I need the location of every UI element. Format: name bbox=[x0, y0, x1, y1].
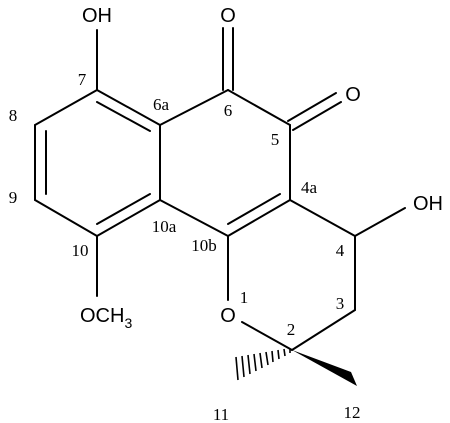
bond-c6a-c6 bbox=[159, 89, 229, 126]
bond-c6a-c7 bbox=[96, 89, 161, 126]
bond-c10-c10a-inner bbox=[96, 193, 151, 225]
locant-6a: 6a bbox=[153, 95, 170, 114]
solid-wedge-c12 bbox=[292, 350, 357, 386]
locant-4: 4 bbox=[336, 241, 345, 260]
bond-c5-o-a bbox=[287, 92, 337, 122]
bond-c3-c2 bbox=[291, 309, 356, 351]
methoxy-label: OCH3 bbox=[80, 305, 132, 331]
locant-11: 11 bbox=[213, 405, 229, 423]
oh-label-top: OH bbox=[82, 5, 112, 27]
locant-12: 12 bbox=[344, 403, 361, 422]
bond-c2-o1 bbox=[241, 321, 293, 351]
bond-c4a-c4 bbox=[289, 199, 356, 237]
locant-7: 7 bbox=[78, 70, 87, 89]
locant-9: 9 bbox=[9, 188, 18, 207]
locant-6: 6 bbox=[224, 101, 233, 120]
bond-c4a-c10b-inner bbox=[227, 193, 281, 225]
bond-c4-oh bbox=[354, 207, 406, 237]
hashed-wedge-c11 bbox=[235, 348, 291, 381]
locant-10: 10 bbox=[72, 241, 89, 260]
bond-c4a-c10b bbox=[227, 199, 291, 237]
locant-4a: 4a bbox=[301, 178, 318, 197]
svg-text:OCH3: OCH3 bbox=[80, 305, 132, 331]
bond-c5-o-b bbox=[292, 101, 342, 131]
locant-3: 3 bbox=[336, 294, 345, 313]
bond-c6a-c7-inner bbox=[96, 101, 151, 132]
locant-2: 2 bbox=[287, 320, 296, 339]
ring-oxygen-label: O bbox=[220, 305, 236, 327]
bond-c10-c10a bbox=[96, 199, 161, 237]
locant-8: 8 bbox=[9, 106, 18, 125]
bond-c10b-c10a bbox=[159, 199, 229, 237]
bond-c9-c10 bbox=[34, 199, 98, 237]
carbonyl-o-label-5: O bbox=[345, 84, 361, 106]
oh-label-right: OH bbox=[413, 193, 443, 215]
locant-10a: 10a bbox=[152, 217, 177, 236]
locant-5: 5 bbox=[271, 130, 280, 149]
carbonyl-o-label-6: O bbox=[220, 5, 236, 27]
bond-c6-c5 bbox=[227, 89, 291, 126]
bond-c7-c8 bbox=[34, 89, 98, 126]
locant-1: 1 bbox=[240, 288, 249, 307]
locant-10b: 10b bbox=[191, 236, 217, 255]
